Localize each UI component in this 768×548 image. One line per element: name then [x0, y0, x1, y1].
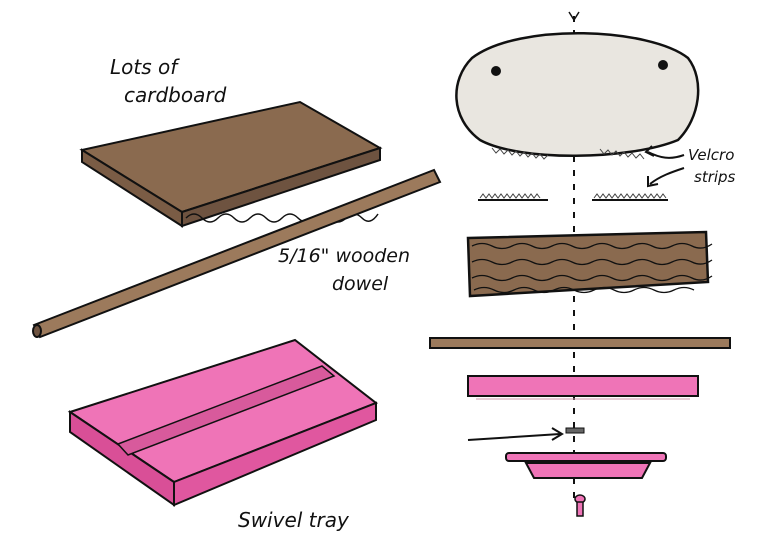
cushion-button-right	[658, 60, 668, 70]
cardboard-stack	[466, 230, 713, 298]
swivel-base	[505, 452, 667, 479]
dowel-label-line1: 5/16" wooden	[278, 245, 410, 267]
cardboard-left-edge	[81, 148, 183, 228]
washer-part	[565, 427, 585, 434]
cardboard-sheet	[79, 100, 383, 228]
dowel-side-body	[429, 337, 731, 349]
swivel-tray	[67, 338, 379, 507]
velcro-pointer-arrow-1	[644, 145, 685, 159]
tray-left-face	[69, 410, 175, 507]
cushion	[455, 32, 700, 160]
dowel-end-cap	[32, 324, 42, 338]
cardboard-label-line1: Lots of	[110, 55, 180, 79]
velcro-pointer-arrow-2	[647, 167, 685, 188]
cushion-body	[455, 32, 700, 157]
top-arrow-icon	[568, 11, 580, 22]
cushion-button-left	[491, 66, 501, 76]
tray-groove	[116, 365, 336, 456]
velcro-strips	[478, 193, 668, 201]
tray-label: Swivel tray	[238, 508, 350, 532]
cardboard-stack-layer-1	[471, 242, 713, 250]
screw-part	[574, 494, 586, 517]
cushion-velcro-fuzz	[491, 147, 645, 160]
wooden-dowel	[32, 168, 442, 339]
washer-pointer-arrow-icon	[551, 427, 564, 441]
washer-pointer-line	[467, 433, 561, 441]
cardboard-stack-layer-3	[471, 274, 713, 282]
cardboard-stack-layer-2	[471, 258, 713, 266]
dowel-label-line2: dowel	[332, 273, 389, 295]
velcro-label-line2: strips	[694, 168, 736, 186]
velcro-strip-left-fuzz	[479, 193, 541, 199]
tray-side-body	[467, 375, 699, 397]
velcro-label-line1: Velcro	[688, 146, 734, 164]
velcro-strip-right-fuzz	[593, 193, 667, 199]
cardboard-stack-layer-4	[473, 286, 695, 294]
swivel-base-plate	[505, 452, 667, 462]
dowel-side-view	[429, 337, 731, 349]
swivel-base-foot	[524, 462, 652, 479]
tray-side-view	[467, 375, 699, 400]
cardboard-label-line2: cardboard	[124, 83, 227, 107]
screw-shaft	[576, 501, 584, 517]
